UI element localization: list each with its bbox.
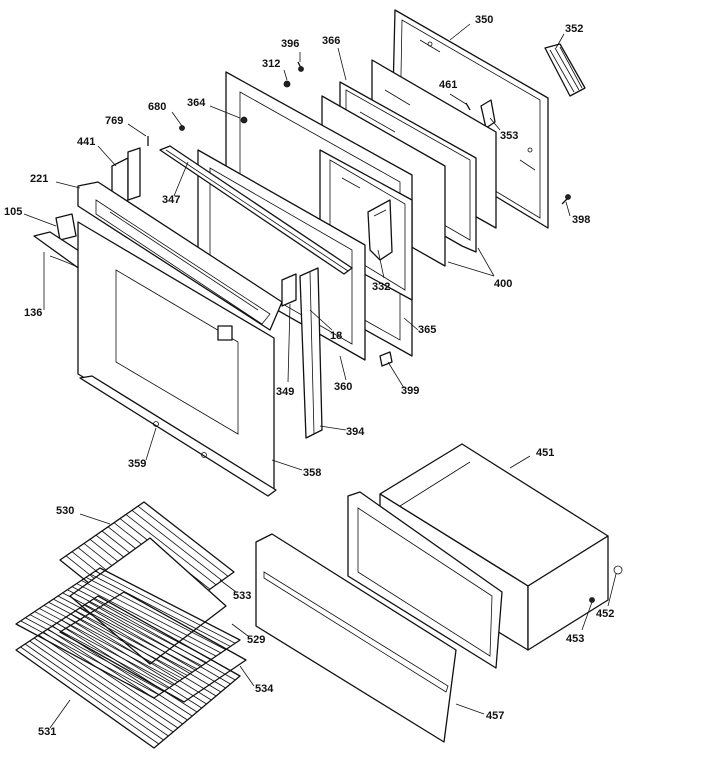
label-396: 396 (281, 38, 299, 50)
label-533: 533 (233, 590, 251, 602)
fastener-453 (589, 597, 595, 603)
badge-105 (55, 213, 77, 241)
screw-312 (283, 80, 291, 88)
label-312: 312 (262, 58, 280, 70)
label-441: 441 (77, 136, 95, 148)
label-398: 398 (572, 214, 590, 226)
label-453: 453 (566, 633, 584, 645)
label-530: 530 (56, 505, 74, 517)
label-18: 18 (330, 330, 342, 342)
label-353: 353 (500, 130, 518, 142)
label-529: 529 (247, 634, 265, 646)
label-680: 680 (148, 101, 166, 113)
label-457: 457 (486, 710, 504, 722)
label-451: 451 (536, 447, 554, 459)
side-channel-394 (299, 267, 323, 439)
screw-680 (179, 125, 185, 131)
screw-364 (240, 116, 248, 124)
label-332: 332 (372, 281, 390, 293)
label-359: 359 (128, 458, 146, 470)
label-394: 394 (346, 426, 365, 438)
drawer-panel-457 (255, 533, 457, 743)
vent-panel-221 (77, 181, 283, 331)
label-105: 105 (4, 206, 22, 218)
label-221: 221 (30, 173, 48, 185)
screw-461 (465, 102, 471, 111)
label-349: 349 (276, 386, 294, 398)
label-531: 531 (38, 726, 56, 738)
label-769: 769 (105, 115, 123, 127)
label-534: 534 (255, 683, 274, 695)
part-labels: 350 352 396 366 312 461 364 680 353 769 … (4, 14, 614, 738)
label-136: 136 (24, 307, 42, 319)
rack-534 (59, 591, 247, 703)
bracket-349 (281, 273, 297, 307)
label-347: 347 (162, 194, 180, 206)
label-360: 360 (334, 381, 352, 393)
label-358: 358 (303, 467, 321, 479)
label-352: 352 (565, 23, 583, 35)
fastener-452 (613, 565, 623, 575)
screw-398 (561, 194, 571, 205)
label-452: 452 (596, 608, 614, 620)
rack-531 (15, 595, 241, 749)
screw-396 (297, 61, 304, 72)
label-399: 399 (401, 385, 419, 397)
drawer-front-frame (347, 491, 503, 669)
vent-trim-347 (159, 145, 353, 275)
bracket-353 (480, 99, 496, 129)
label-461: 461 (439, 79, 457, 91)
label-400: 400 (494, 278, 512, 290)
door-bottom-trim-359 (79, 375, 277, 497)
hinge-332 (367, 199, 393, 261)
label-365: 365 (418, 324, 436, 336)
gasket-352 (544, 43, 586, 97)
label-350: 350 (475, 14, 493, 26)
label-366: 366 (322, 35, 340, 47)
leader-lines (23, 23, 617, 729)
label-364: 364 (187, 97, 206, 109)
clip-399 (379, 351, 393, 367)
